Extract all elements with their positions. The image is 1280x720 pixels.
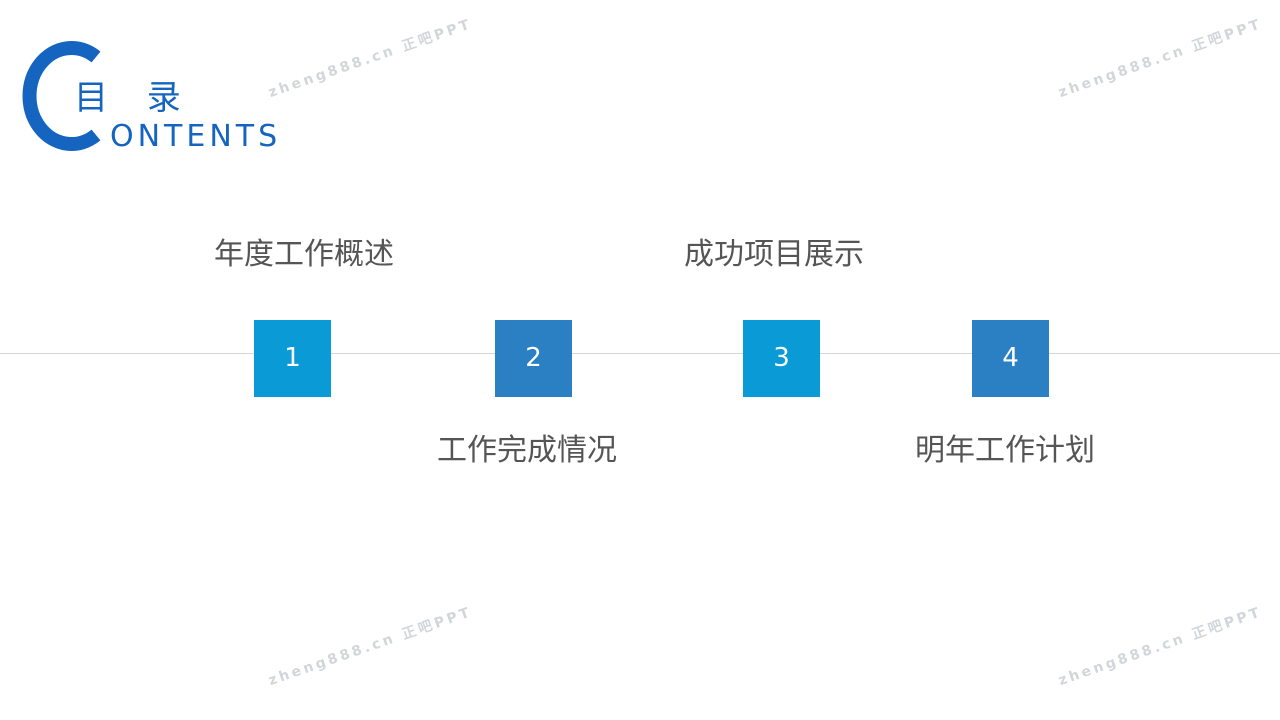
page-title-english: ONTENTS <box>110 119 282 154</box>
section-number-box-1[interactable]: 1 <box>254 320 331 397</box>
section-label-2[interactable]: 工作完成情况 <box>437 433 617 468</box>
section-label-3[interactable]: 成功项目展示 <box>684 237 864 272</box>
watermark-text: zheng888.cn 正吧PPT <box>266 16 475 102</box>
section-number-box-3[interactable]: 3 <box>743 320 820 397</box>
watermark-text: zheng888.cn 正吧PPT <box>1056 16 1265 102</box>
watermark-text: zheng888.cn 正吧PPT <box>1056 604 1265 690</box>
letter-c-arc-icon <box>22 41 101 151</box>
section-number-box-4[interactable]: 4 <box>972 320 1049 397</box>
section-label-4[interactable]: 明年工作计划 <box>915 433 1095 468</box>
watermark-text: zheng888.cn 正吧PPT <box>266 604 475 690</box>
section-number-box-2[interactable]: 2 <box>495 320 572 397</box>
page-title: 目 录 <box>74 78 195 118</box>
section-label-1[interactable]: 年度工作概述 <box>214 237 394 272</box>
timeline-line <box>0 353 1280 354</box>
